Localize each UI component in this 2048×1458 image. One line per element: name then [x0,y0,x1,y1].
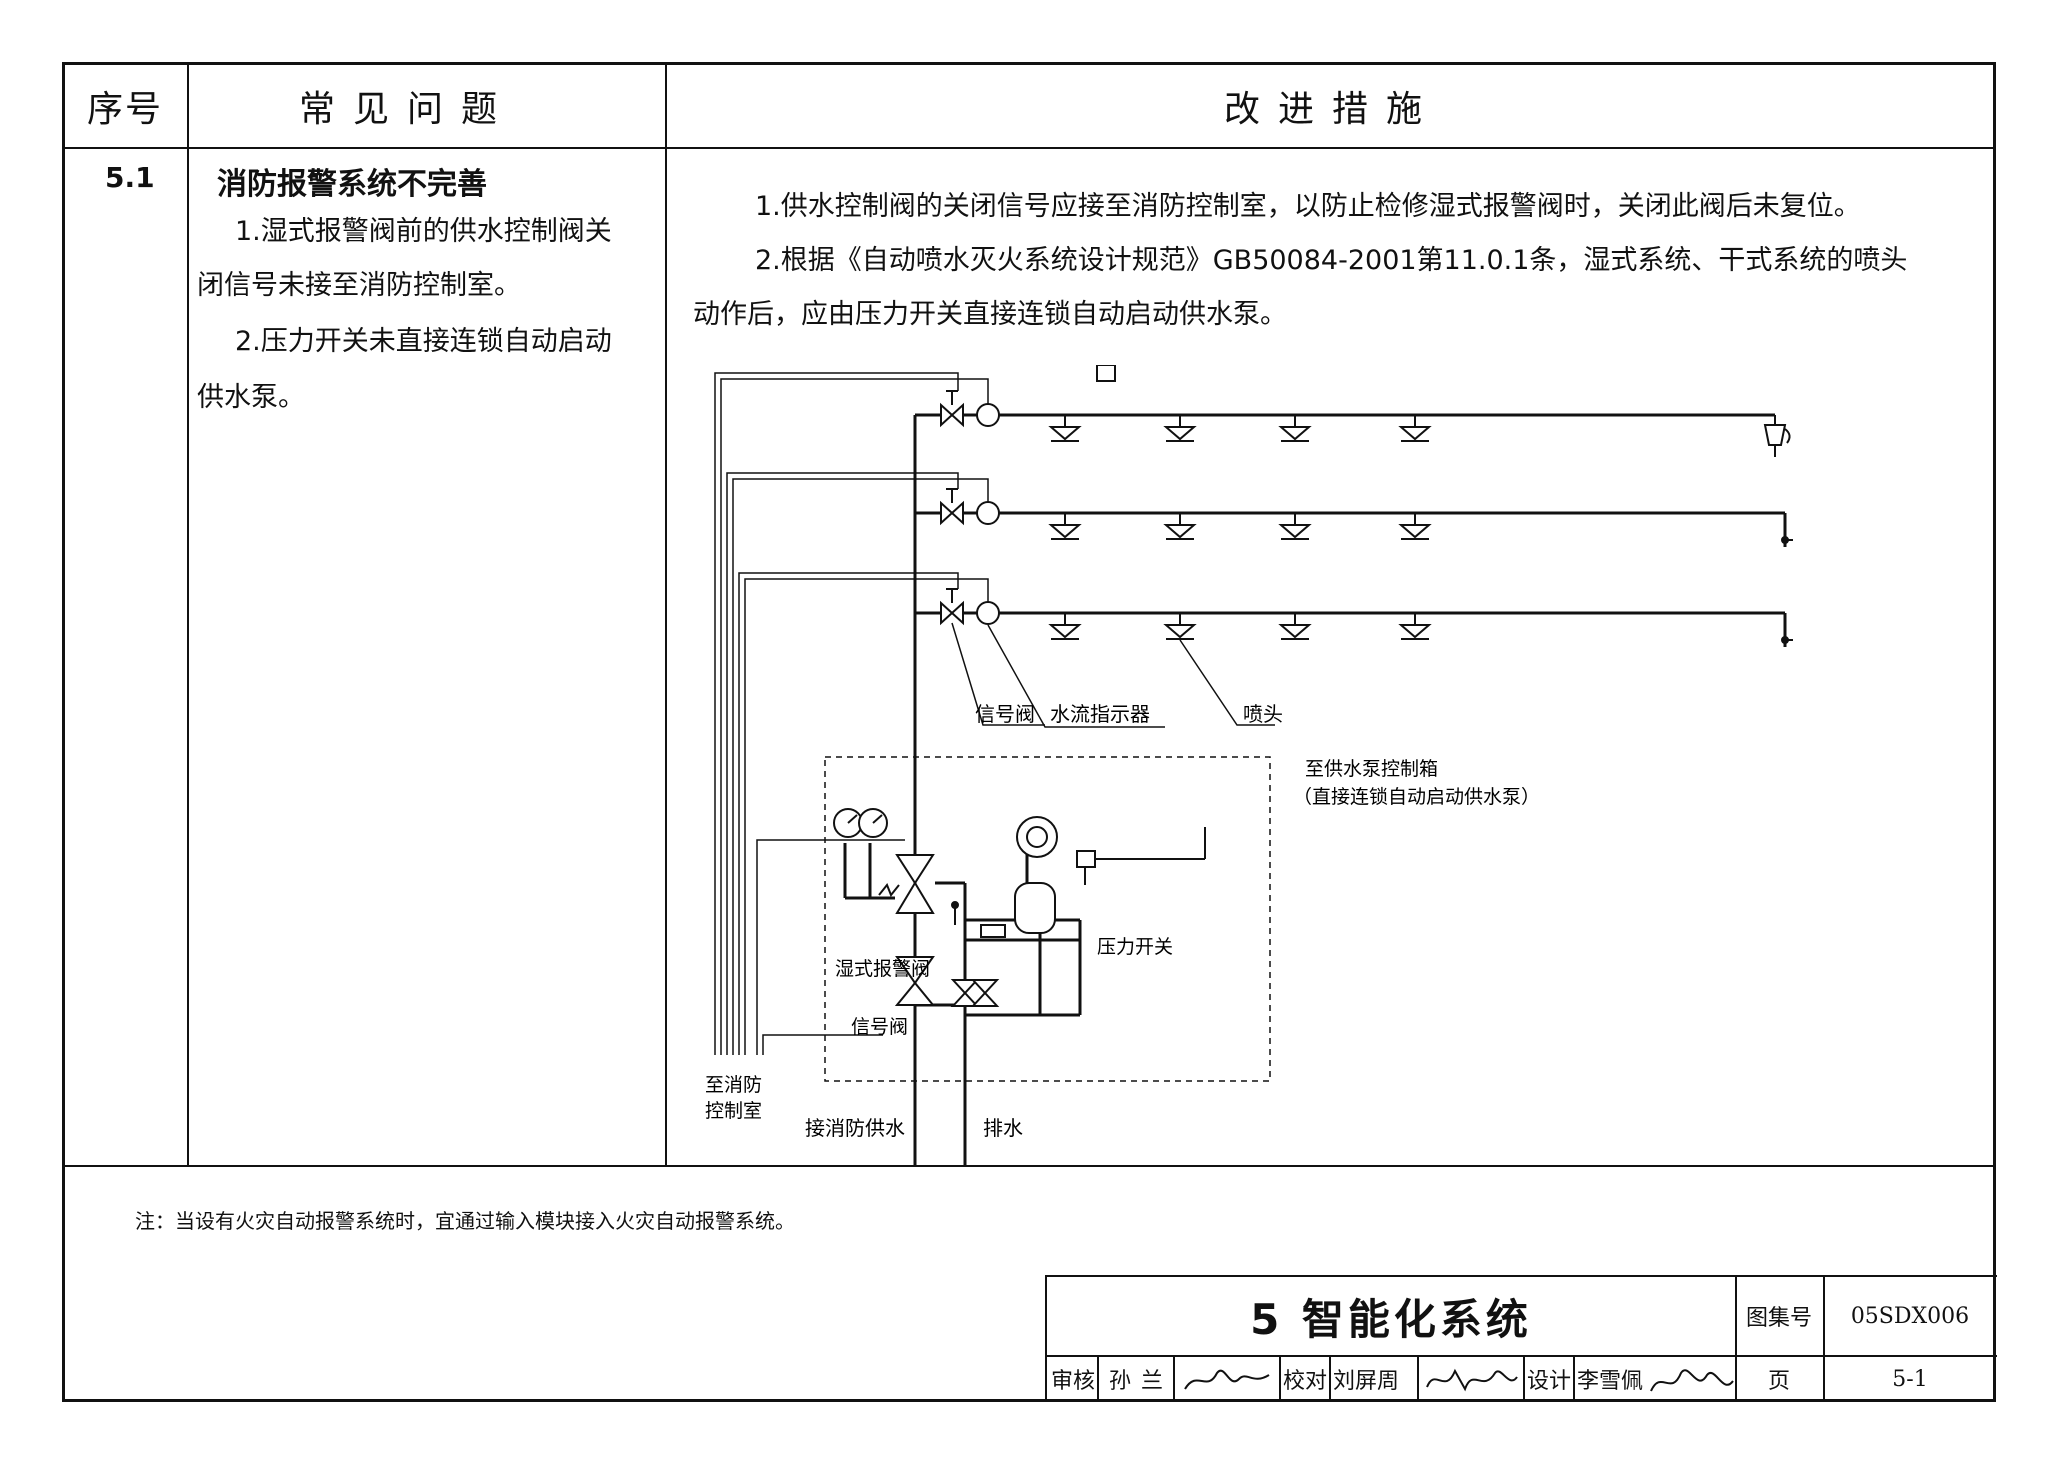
label-signal-valve: 信号阀 [975,702,1035,726]
drawing-sheet: 序号 常见问题 改进措施 5.1 消防报警系统不完善 1.湿式报警阀前的供水控制… [62,62,1997,1402]
page-value: 5-1 [1892,1366,1928,1392]
atlas-label: 图集号 [1745,1306,1812,1331]
problem-line-2: 闭信号未接至消防控制室。 [197,270,521,301]
review-signature [1184,1369,1270,1390]
col-divider-1 [187,65,189,1165]
header-problem: 常见问题 [298,89,515,130]
body-divider [65,1165,1995,1167]
problem-line-4: 供水泵。 [197,382,305,413]
row-number: 5.1 [105,161,155,194]
measure-line-3: 动作后，应由压力开关直接连锁自动启动供水泵。 [693,299,1287,330]
label-fire-control-1: 至消防 [705,1074,762,1096]
check-label: 校对 [1283,1369,1328,1394]
review-name: 孙兰 [1109,1369,1174,1394]
label-flow-indicator: 水流指示器 [1050,702,1150,726]
footnote: 注：当设有火灾自动报警系统时，宜通过输入模块接入火灾自动报警系统。 [135,1209,795,1233]
title-block: 5 智能化系统 图集号 05SDX006 页 5-1 审核 孙兰 校对 刘屏周 … [1045,1275,1997,1401]
sprinkler-schematic: 信号阀 水流指示器 喷头 至供水泵控制箱 （直接连锁自动启动供水泵） 压力开关 … [705,365,1793,1165]
problem-line-3: 2.压力开关未直接连锁自动启动 [235,326,612,357]
label-to-pump-box-2: （直接连锁自动启动供水泵） [1293,786,1540,808]
problem-title: 消防报警系统不完善 [217,167,487,202]
problem-line-1: 1.湿式报警阀前的供水控制阀关 [235,216,612,247]
header-divider [65,147,1995,149]
page-label: 页 [1767,1369,1790,1394]
label-fire-supply: 接消防供水 [805,1116,905,1140]
design-label: 设计 [1527,1369,1572,1394]
design-signature [1650,1369,1734,1392]
label-sprinkler: 喷头 [1243,702,1283,726]
check-signature [1426,1368,1518,1392]
label-fire-control-2: 控制室 [705,1100,762,1122]
design-name: 李雪佩 [1577,1369,1644,1394]
review-label: 审核 [1051,1369,1096,1394]
label-pressure-switch: 压力开关 [1097,936,1173,958]
measure-line-2: 2.根据《自动喷水灭火系统设计规范》GB50084-2001第11.0.1条，湿… [755,245,1908,276]
header-measure: 改进措施 [1223,89,1440,130]
label-signal-valve-2: 信号阀 [851,1016,908,1038]
header-no: 序号 [86,89,163,130]
measure-line-1: 1.供水控制阀的关闭信号应接至消防控制室，以防止检修湿式报警阀时，关闭此阀后未复… [755,191,1861,222]
col-divider-2 [665,65,667,1165]
title-block-title: 5 智能化系统 [1250,1294,1532,1344]
label-wet-alarm-valve: 湿式报警阀 [835,958,930,980]
check-name: 刘屏周 [1333,1369,1400,1394]
label-to-pump-box-1: 至供水泵控制箱 [1305,758,1438,780]
label-drain: 排水 [983,1116,1023,1140]
atlas-value: 05SDX006 [1850,1303,1970,1329]
